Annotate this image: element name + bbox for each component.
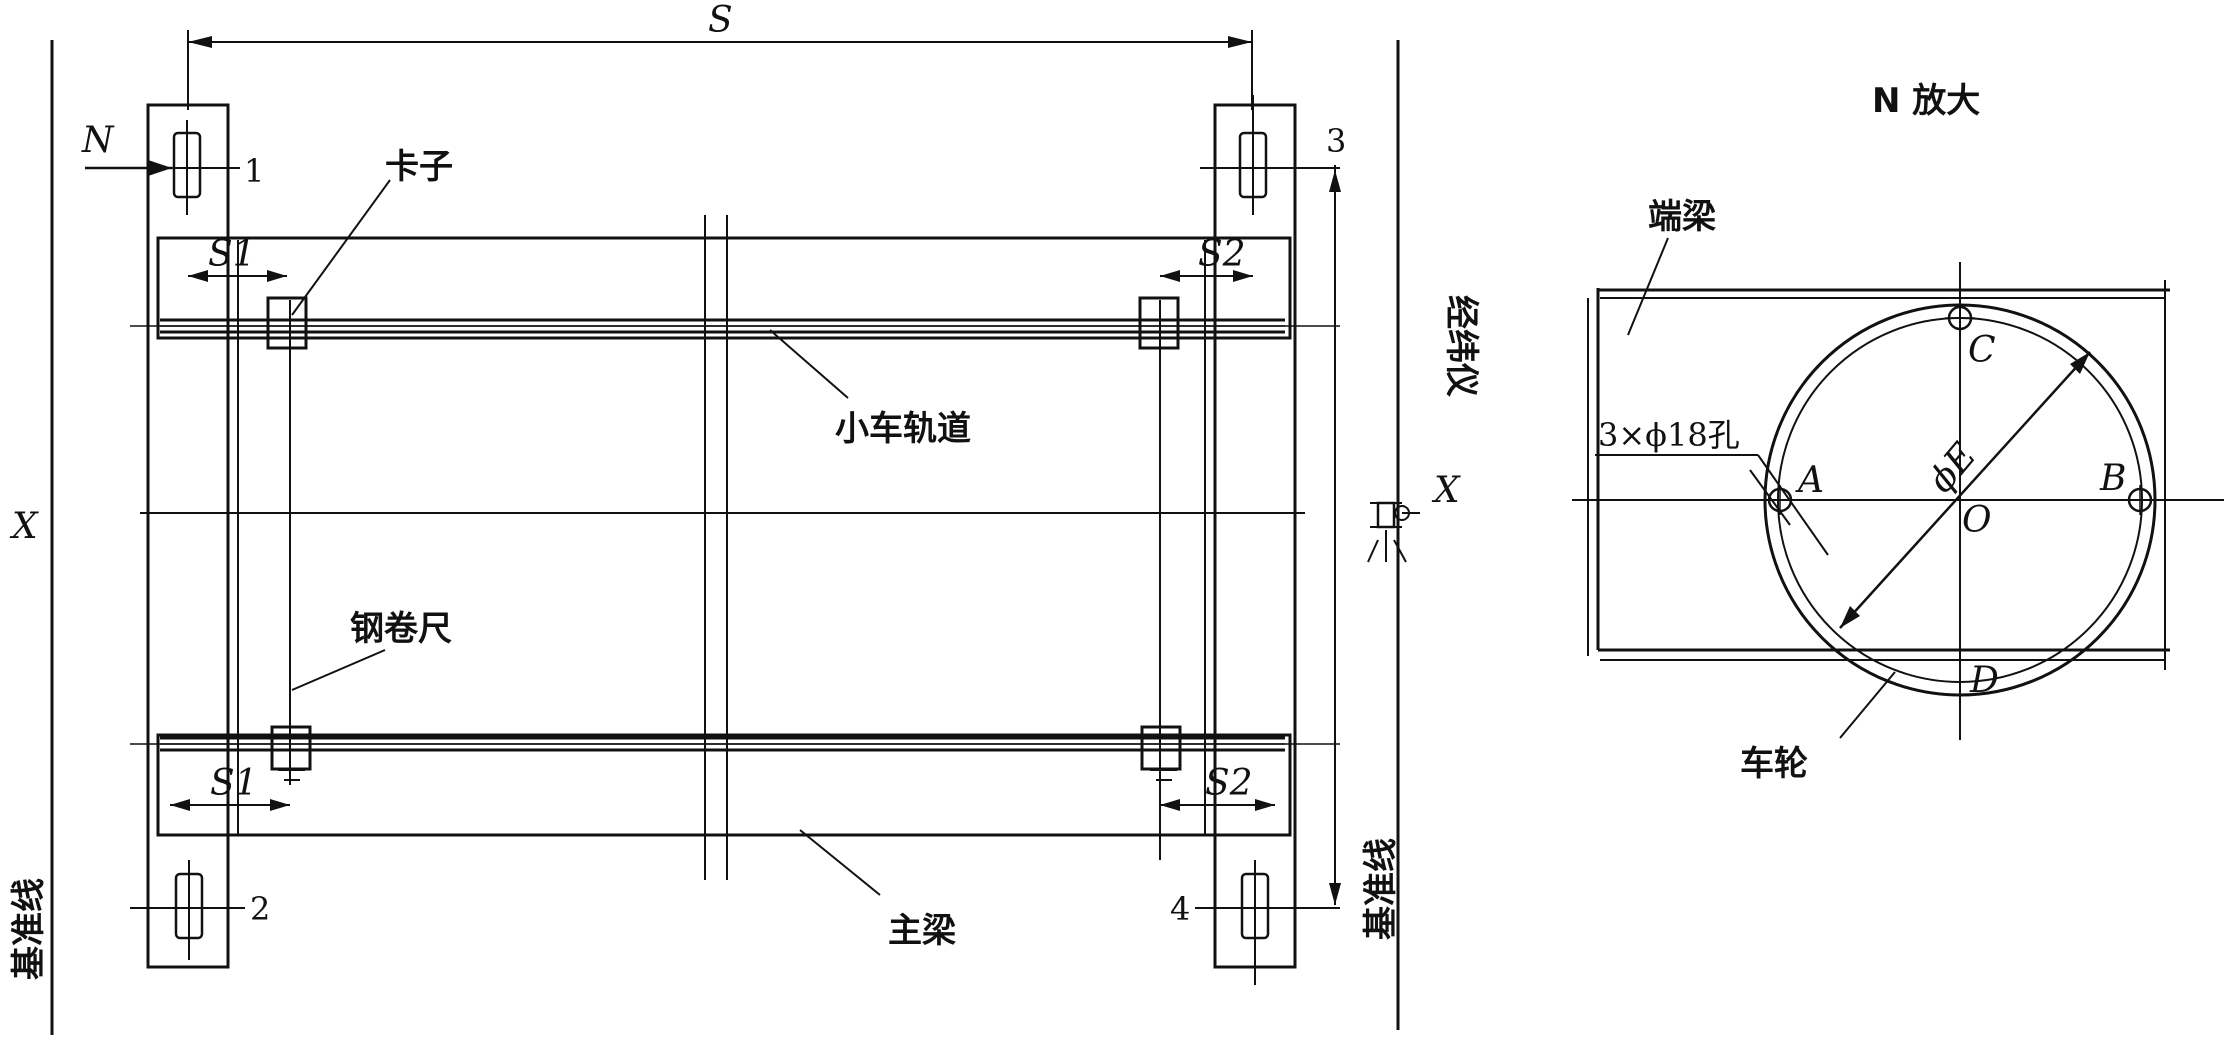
end-beam-label: 端梁 [1648,197,1716,237]
end-beam-left [146,103,230,969]
main-girder-bottom [156,733,1292,837]
n-arrow: N [81,120,172,176]
trolley-rail-leader [769,329,849,399]
clamp-top-left [266,296,308,350]
dim-s-label: S [708,0,733,41]
wheel-marker-4 [1195,860,1340,985]
point-4-label: 4 [1170,890,1190,928]
wheel-label: 车轮 [1740,744,1808,784]
dimension-s2-top: S2 [1160,234,1253,282]
pt-d-label: D [1969,660,1999,701]
theodolite-label: 经纬仪 [1441,295,1481,397]
pt-a-label: A [1795,460,1824,501]
n-marker-label: N [81,120,115,161]
hole-c [1945,303,1975,333]
holes-label: 3×ϕ18孔 [1598,416,1740,454]
dim-s1-bottom-label: S1 [210,763,258,804]
datum-line-right-label: 基准线 [1361,838,1401,940]
vertical-dimension-right [1329,170,1341,905]
pt-c-label: C [1968,330,1996,371]
dim-s2-bottom-label: S2 [1205,763,1253,804]
x-left-label: X [9,506,39,547]
hole-b [2125,485,2155,515]
point-3-label: 3 [1326,122,1346,160]
detail-title: N 放大 [1872,81,1980,121]
main-girder-top [156,236,1292,340]
point-1-label: 1 [244,152,264,190]
diameter-e-line [1839,351,2091,629]
detail-view-n: N 放大 [1572,81,2224,784]
end-beam-detail [1587,280,2170,670]
theodolite-symbol [1367,501,1420,563]
x-right-label: X [1431,470,1461,511]
datum-line-left-label: 基准线 [9,878,49,980]
point-2-label: 2 [250,890,270,928]
pt-o-label: O [1962,500,1992,541]
end-beam-leader [1627,237,1669,336]
dim-s2-top-label: S2 [1198,234,1246,275]
clamp-top-right [1138,296,1180,350]
clamp-label: 卡子 [385,147,453,187]
pt-b-label: B [2099,458,2126,499]
clamp-leader [291,179,391,316]
diam-e-label: ϕE [1920,435,1984,500]
main-beam-label: 主梁 [888,911,956,951]
dimension-s: S [187,0,1253,110]
wheel-marker-2 [130,860,245,960]
main-beam-leader [799,829,881,896]
steel-tape-leader [291,649,386,691]
wheel-marker-3 [1200,95,1340,215]
trolley-rail-label: 小车轨道 [835,409,971,449]
dimension-s1-top: S1 [188,234,287,282]
steel-tape-label: 钢卷尺 [350,609,452,649]
plan-view: S [9,0,1481,1035]
dimension-s1-bottom: S1 [170,763,290,811]
dim-s1-top-label: S1 [208,234,256,275]
wheel-leader [1839,671,1896,739]
dimension-s2-bottom: S2 [1160,763,1275,811]
